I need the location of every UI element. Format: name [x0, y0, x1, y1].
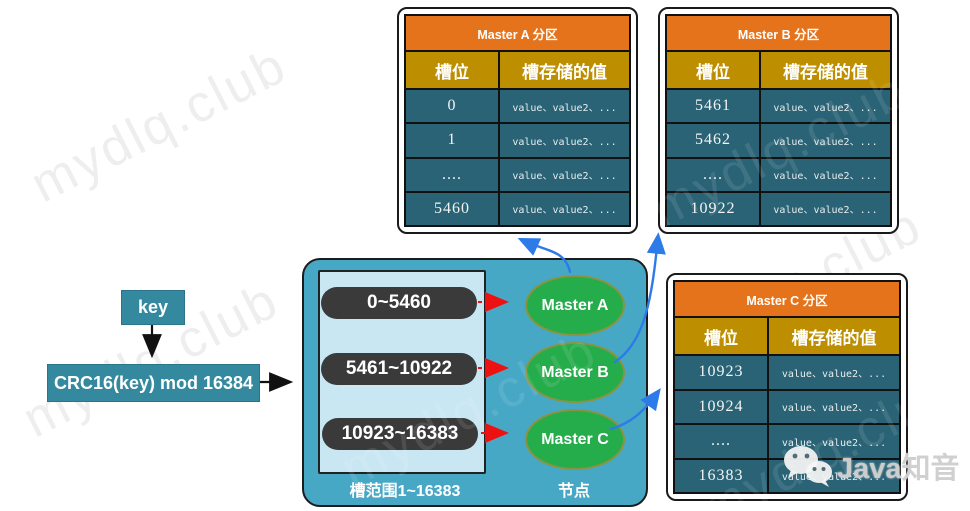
table-cell-slot: 1: [406, 124, 498, 157]
table-cell-value: value、value2、...: [761, 192, 890, 225]
table-cell-value: value、value2、...: [769, 390, 899, 423]
table-cell-slot: ....: [406, 158, 498, 191]
site-watermark: mydlq.club: [22, 35, 297, 215]
slot-range-pill-a: 0~5460: [321, 287, 477, 319]
table-cell-slot: ....: [667, 158, 759, 191]
table-cell-slot: ....: [675, 425, 767, 458]
table-title: Master C 分区: [675, 282, 899, 316]
cluster-panel: 0~5460 5461~10922 10923~16383 Master A M…: [302, 258, 648, 507]
slot-range-pill-b: 5461~10922: [321, 353, 477, 385]
column-header-value: 槽存储的值: [761, 52, 890, 88]
master-a-partition-table: Master A 分区 槽位 槽存储的值 0 value、value2、... …: [397, 7, 638, 234]
column-header-value: 槽存储的值: [500, 52, 629, 88]
master-c-node: Master C: [525, 409, 625, 470]
table-cell-value: value、value2、...: [500, 90, 629, 123]
table-cell-value: value、value2、...: [761, 90, 890, 123]
key-box: key: [121, 290, 185, 325]
table-title: Master A 分区: [406, 16, 629, 50]
table-cell-value: value、value2、...: [769, 459, 899, 492]
master-b-partition-table: Master B 分区 槽位 槽存储的值 5461 value、value2、.…: [658, 7, 899, 234]
column-header-value: 槽存储的值: [769, 318, 899, 354]
crc16-label: CRC16(key) mod 16384: [53, 372, 254, 393]
table-cell-value: value、value2、...: [769, 425, 899, 458]
table-cell-slot: 10924: [675, 390, 767, 423]
table-title: Master B 分区: [667, 16, 890, 50]
table-cell-value: value、value2、...: [761, 158, 890, 191]
table-cell-slot: 16383: [675, 459, 767, 492]
key-label: key: [137, 297, 169, 317]
master-c-partition-table: Master C 分区 槽位 槽存储的值 10923 value、value2、…: [666, 273, 908, 501]
table-cell-value: value、value2、...: [500, 124, 629, 157]
table-cell-slot: 5461: [667, 90, 759, 123]
table-cell-slot: 10922: [667, 192, 759, 225]
table-cell-slot: 5462: [667, 124, 759, 157]
crc16-hash-box: CRC16(key) mod 16384: [47, 364, 260, 402]
table-cell-slot: 0: [406, 90, 498, 123]
master-b-node: Master B: [525, 342, 625, 403]
column-header-slot: 槽位: [406, 52, 498, 88]
slot-range-caption: 槽范围1~16383: [349, 483, 461, 500]
slot-range-pill-c: 10923~16383: [322, 418, 478, 450]
table-cell-value: value、value2、...: [769, 356, 899, 389]
nodes-caption: 节点: [557, 483, 590, 500]
table-cell-slot: 5460: [406, 192, 498, 225]
column-header-slot: 槽位: [675, 318, 767, 354]
master-a-node: Master A: [525, 275, 625, 336]
column-header-slot: 槽位: [667, 52, 759, 88]
table-cell-slot: 10923: [675, 356, 767, 389]
table-cell-value: value、value2、...: [500, 158, 629, 191]
table-cell-value: value、value2、...: [500, 192, 629, 225]
table-cell-value: value、value2、...: [761, 124, 890, 157]
